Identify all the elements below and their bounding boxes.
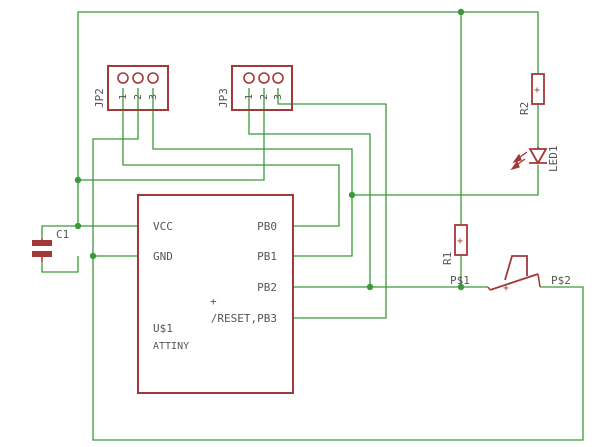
wire-gnd: [92, 88, 139, 257]
junction-dot: [457, 8, 465, 16]
ic-pin-pb0: PB0: [257, 220, 277, 233]
junction-dot: [348, 191, 356, 199]
wire-led-pb1: [352, 165, 539, 196]
wire-jp2-p3: [152, 88, 353, 257]
header-jp3[interactable]: 1 2 3 JP3: [217, 65, 293, 111]
wire-gnd-bottom: [92, 256, 584, 441]
wire-vcc-left: [78, 88, 265, 181]
ic-value: ATTINY: [153, 341, 189, 352]
led1-emission-arrows-icon: [510, 151, 528, 171]
r1-name: R1: [441, 252, 454, 265]
jp2-pin-2-pad: [132, 72, 144, 84]
c1-plate-bottom[interactable]: [32, 251, 52, 257]
ic-pin-gnd: GND: [153, 250, 173, 263]
jp2-pin-3-label: 3: [148, 94, 159, 100]
switch-lead-left: [487, 286, 491, 291]
switch-s1[interactable]: + P$1 P$2: [450, 255, 571, 294]
jp2-pin-1-label: 1: [118, 94, 129, 100]
resistor-r1[interactable]: + R1: [441, 224, 468, 265]
wire-vcc-top: [77, 11, 539, 180]
jp2-pin-2-label: 2: [133, 94, 144, 100]
r2-body[interactable]: [531, 73, 545, 105]
jp2-name: JP2: [93, 88, 106, 108]
junction-dot: [74, 222, 82, 230]
wire-jp3-p3: [277, 88, 387, 319]
r2-name: R2: [518, 102, 531, 115]
ic-body[interactable]: [137, 194, 294, 394]
junction-dot: [366, 283, 374, 291]
capacitor-c1[interactable]: C1: [32, 228, 69, 262]
junction-dot: [74, 176, 82, 184]
jp3-pin-2-pad: [258, 72, 270, 84]
switch-pin2-label: P$2: [551, 274, 571, 287]
junction-dot: [457, 283, 465, 291]
r1-body[interactable]: [454, 224, 468, 256]
jp2-pin-3-pad: [147, 72, 159, 84]
header-jp2[interactable]: 1 2 3 JP2: [93, 65, 169, 111]
r1-plus-mark: +: [457, 236, 463, 247]
ic-pin-pb1: PB1: [257, 250, 277, 263]
switch-pin1-label: P$1: [450, 274, 470, 287]
resistor-r2[interactable]: + R2: [518, 73, 545, 115]
led1-name: LED1: [547, 146, 560, 173]
ic-origin-mark: +: [210, 295, 217, 308]
wire-c1-top: [41, 225, 138, 238]
jp3-body[interactable]: [231, 65, 293, 111]
switch-actuator[interactable]: [504, 255, 528, 281]
jp3-pin-2-label: 2: [259, 94, 270, 100]
junctions: [74, 8, 465, 291]
switch-lever[interactable]: [489, 273, 539, 291]
wire-jp3-p1: [248, 88, 371, 288]
jp3-name: JP3: [217, 88, 230, 108]
jp3-pin-1-label: 1: [244, 94, 255, 100]
ic-pin-vcc: VCC: [153, 220, 173, 233]
switch-plus-mark: +: [503, 283, 509, 294]
jp2-body[interactable]: [107, 65, 169, 111]
jp3-pin-3-label: 3: [273, 94, 284, 100]
ic-attiny[interactable]: VCC GND PB0 PB1 PB2 /RESET,PB3 + U$1 ATT…: [137, 194, 294, 394]
r2-plus-mark: +: [534, 85, 540, 96]
led1-triangle[interactable]: [528, 148, 548, 165]
jp3-pin-3-pad: [272, 72, 284, 84]
c1-plate-top[interactable]: [32, 240, 52, 246]
c1-name: C1: [56, 228, 69, 241]
wires: [41, 11, 584, 441]
wire-c1-bottom: [41, 256, 79, 273]
wire-jp2-p2: [122, 88, 340, 227]
ic-pin-pb2: PB2: [257, 281, 277, 294]
jp2-pin-1-pad: [117, 72, 129, 84]
ic-name: U$1: [153, 322, 173, 335]
switch-lead-right: [537, 273, 541, 288]
junction-dot: [89, 252, 97, 260]
ic-pin-pb3: /RESET,PB3: [211, 312, 277, 325]
jp3-pin-1-pad: [243, 72, 255, 84]
led-led1[interactable]: LED1: [510, 146, 560, 173]
